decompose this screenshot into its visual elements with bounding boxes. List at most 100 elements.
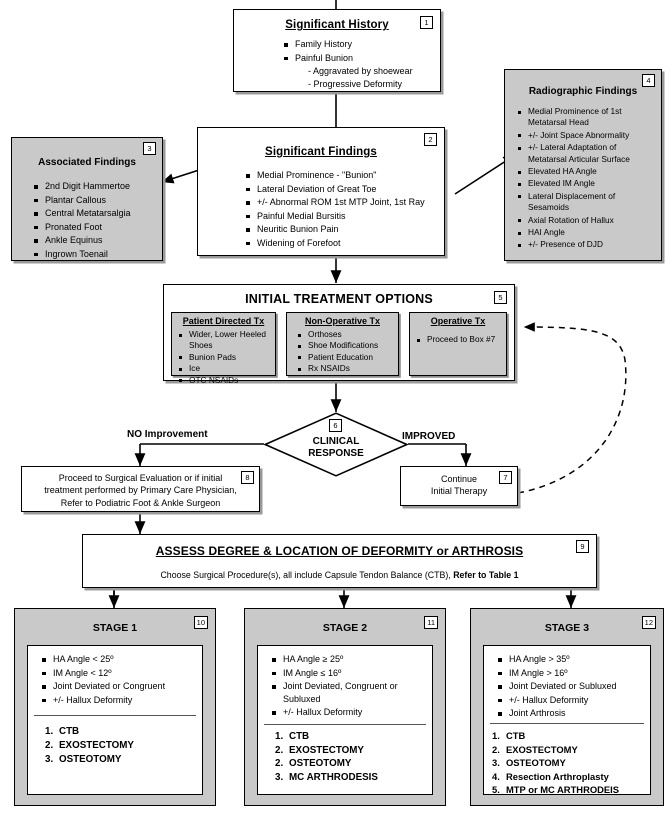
diamond-shape [264,412,408,477]
surgical-eval-line3: Refer to Podiatric Foot & Ankle Surgeon [60,497,221,508]
box-number-tag: 11 [424,616,438,629]
box-surgical-evaluation: 8 Proceed to Surgical Evaluation or if i… [21,466,260,512]
list-item: Proceed to Box #7 [416,334,504,345]
list-item: Axial Rotation of Hallux [517,215,655,226]
list-item: 2nd Digit Hammertoe [32,180,162,193]
list-item: Neuritic Bunion Pain [244,223,444,236]
box-title: Associated Findings [38,157,136,168]
procedure-label: OSTEOTOMY [59,753,122,765]
findings-list: Medial Prominence - "Bunion" Lateral Dev… [244,169,444,250]
list-item: Patient Education [297,352,396,363]
stage-1-criteria: HA Angle < 25º IM Angle < 12º Joint Devi… [40,653,198,706]
procedure-number: 2. [275,744,284,756]
column-title: Patient Directed Tx [182,316,265,326]
box-stage-2: 11 STAGE 2 HA Angle ≥ 25º IM Angle ≤ 16º… [244,608,446,806]
procedure-number: 1. [45,726,54,738]
procedure-number: 1. [275,730,284,742]
procedure-number: 3. [45,753,54,765]
column-title: Operative Tx [430,316,486,326]
list-item: Lateral Displacement of Sesamoids [517,191,655,214]
list-item: IM Angle ≤ 16º [270,667,426,680]
list-item: Widening of Forefoot [244,237,444,250]
list-item: Shoe Modifications [297,340,396,351]
procedure-number: 3. [492,757,500,769]
list-item: IM Angle < 12º [40,667,198,680]
assess-subtitle-text: Choose Surgical Procedure(s), all includ… [160,570,454,580]
list-item: Central Metatarsalgia [32,207,162,220]
stage-1-content: HA Angle < 25º IM Angle < 12º Joint Devi… [27,645,203,795]
subbox-non-operative-tx: Non-Operative Tx Orthoses Shoe Modificat… [286,312,399,376]
stage-2-content: HA Angle ≥ 25º IM Angle ≤ 16º Joint Devi… [257,645,433,795]
box-radiographic-findings: 4 Radiographic Findings Medial Prominenc… [504,69,662,261]
list-item: 1. CTB [275,730,432,744]
list-item: +/- Joint Space Abnormality [517,130,655,141]
operative-list: Proceed to Box #7 [416,334,504,345]
list-item: Wider, Lower Heeled Shoes [178,329,273,352]
list-item: Joint Deviated or Congruent [40,680,198,693]
procedure-number: 2. [275,758,284,770]
procedure-label: OSTEOTOMY [289,758,352,770]
list-item: Lateral Deviation of Great Toe [244,183,444,196]
box-number-tag: 7 [499,471,512,484]
procedure-label: CTB [59,726,80,738]
list-item: Bunion Pads [178,352,273,363]
list-item: Elevated IM Angle [517,178,655,189]
stage-3-procedures: 1.CTB 2.EXOSTECTOMY 3.OSTEOTOMY 4.Resect… [492,729,650,797]
surgical-eval-line1: Proceed to Surgical Evaluation or if ini… [58,473,223,483]
box-number-tag: 4 [642,74,655,87]
list-item: 2. OSTEOTOMY [275,757,432,771]
radiographic-list: Medial Prominence of 1st Metatarsal Head… [517,106,655,251]
history-subitem: - Progressive Deformity [308,78,403,89]
list-item: 2.EXOSTECTOMY [275,744,432,758]
procedure-number: 2. [45,739,54,751]
list-item: Plantar Callous [32,194,162,207]
branch-label-no-improvement: NO Improvement [127,429,208,440]
box-title: ASSESS DEGREE & LOCATION OF DEFORMITY or… [155,544,524,558]
procedure-label: MC ARTHRODESIS [289,771,378,783]
box-stage-3: 12 STAGE 3 HA Angle > 35º IM Angle > 16º… [470,608,664,806]
list-item: Joint Deviated, Congruent or Subluxed [270,680,426,705]
decision-label-line2: RESPONSE [308,448,364,459]
list-item: Joint Deviated or Subluxed [496,680,646,693]
stage-1-procedures: 1. CTB 2. EXOSTECTOMY 3. OSTEOTOMY [45,725,202,766]
list-item: Orthoses [297,329,396,340]
box-title: Significant History [285,19,389,31]
list-item: +/- Presence of DJD [517,239,655,250]
box-number-tag: 9 [576,540,589,553]
divider [490,722,644,724]
assess-subtitle: Choose Surgical Procedure(s), all includ… [83,569,596,581]
list-item: +/- Hallux Deformity [40,694,198,707]
box-number-tag: 5 [494,291,507,304]
box-number-tag: 1 [420,16,433,29]
list-item: HA Angle > 35º [496,653,646,666]
box-number-tag: 12 [641,616,656,629]
history-subitem: - Aggravated by shoewear [308,66,413,77]
surgical-eval-line2: treatment performed by Primary Care Phys… [44,485,237,496]
list-item: 2.EXOSTECTOMY [492,743,650,757]
associated-list: 2nd Digit Hammertoe Plantar Callous Cent… [32,180,162,261]
box-continue-initial-therapy: 7 Continue Initial Therapy [400,466,518,506]
list-item: IM Angle > 16º [496,667,646,680]
list-item: 3. MC ARTHRODESIS [275,771,432,785]
box-title: STAGE 3 [544,622,590,634]
stage-2-criteria: HA Angle ≥ 25º IM Angle ≤ 16º Joint Devi… [270,653,426,719]
decision-clinical-response: 6 CLINICAL RESPONSE [264,412,408,477]
procedure-label: EXOSTECTOMY [59,739,134,751]
procedure-number: 3. [275,771,284,783]
list-item: Painful Bunion [282,52,440,65]
box-title: STAGE 1 [92,622,138,634]
branch-label-improved: IMPROVED [402,431,456,442]
procedure-label: CTB [289,730,310,742]
list-item: +/- Hallux Deformity [270,706,426,719]
procedure-label: CTB [506,729,526,741]
list-item: +/- Abnormal ROM 1st MTP Joint, 1st Ray [244,196,444,209]
box-significant-findings: 2 Significant Findings Medial Prominence… [197,127,445,256]
subbox-patient-directed-tx: Patient Directed Tx Wider, Lower Heeled … [171,312,276,385]
list-item: Painful Medial Bursitis [244,210,444,223]
list-item: Medial Prominence - "Bunion" [244,169,444,182]
list-item: Joint Arthrosis [496,707,646,720]
stage-3-criteria: HA Angle > 35º IM Angle > 16º Joint Devi… [496,653,646,720]
procedure-label: Resection Arthroplasty [506,770,609,782]
assess-subtitle-emphasis: Refer to Table 1 [453,570,519,580]
list-item: 1. CTB [45,725,202,739]
